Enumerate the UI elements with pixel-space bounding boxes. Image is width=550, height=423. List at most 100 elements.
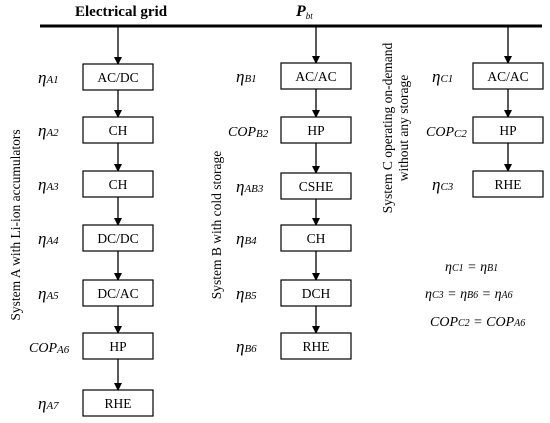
system-c-title-line1: System C operating on-demand (380, 42, 395, 213)
system-a-block-label: AC/DC (97, 70, 138, 85)
system-b-box-6 (280, 332, 352, 360)
equation-term-subscript: C1 (452, 263, 464, 274)
equation-term-subscript: C2 (458, 318, 470, 329)
system-c-block-label: RHE (495, 177, 522, 192)
equation-term-symbol: η (495, 287, 502, 302)
stage-subscript: A6 (56, 344, 70, 356)
system-flows: AC/DCηA1CHηA2CHηA3DC/DCηA4DC/ACηA5HPCOPA… (29, 27, 544, 417)
system-c-stage-label: ηC1 (432, 67, 453, 86)
system-a-block-label: DC/AC (97, 286, 138, 301)
system-a-stage-label: ηA2 (38, 121, 59, 140)
stage-subscript: B4 (244, 235, 257, 247)
eta-symbol: η (236, 67, 244, 86)
eta-symbol: η (432, 175, 440, 194)
cop-symbol: COP (29, 341, 57, 356)
equation-2: ηC3 = ηB6 = ηA6 (425, 287, 513, 302)
system-c-title-line2: without any storage (396, 75, 411, 181)
eta-symbol: η (236, 284, 244, 303)
eta-symbol: η (38, 175, 46, 194)
stage-subscript: A2 (45, 127, 59, 139)
stage-subscript: A1 (45, 74, 58, 86)
stage-subscript: A7 (45, 400, 59, 412)
system-b-box-2 (280, 116, 352, 144)
system-b-box-3 (280, 172, 352, 200)
power-symbol: P (295, 3, 306, 20)
eta-symbol: η (38, 121, 46, 140)
stage-subscript: AB3 (243, 183, 263, 195)
stage-subscript: B1 (244, 73, 256, 85)
system-c-box-1 (472, 62, 544, 90)
eta-symbol: η (236, 229, 244, 248)
system-a-box-7 (82, 389, 154, 417)
system-c-box-3 (472, 170, 544, 198)
eta-symbol: η (38, 394, 46, 413)
stage-subscript: B6 (244, 343, 257, 355)
system-a-block-label: CH (109, 177, 128, 192)
equation-term-subscript: B6 (467, 290, 478, 301)
system-b-block-label: AC/AC (295, 69, 336, 84)
eta-symbol: η (38, 229, 46, 248)
equation-term-subscript: C3 (432, 290, 444, 301)
system-a-stage-label: ηA3 (38, 175, 59, 194)
system-c-block-label: AC/AC (487, 69, 528, 84)
system-b-box-1 (280, 62, 352, 90)
system-a-box-4 (82, 224, 154, 252)
system-c-stage-label: COPC2 (426, 125, 467, 140)
equation-term-symbol: η (480, 260, 487, 275)
equation-term-subscript: B1 (487, 263, 498, 274)
system-a-stage-label: ηA5 (38, 284, 59, 303)
cop-symbol: COP (228, 125, 256, 140)
system-a-block-label: DC/DC (97, 231, 138, 246)
system-b-stage-label: ηB6 (236, 337, 257, 356)
equation-term-symbol: η (460, 287, 467, 302)
system-a-stage-label: COPA6 (29, 341, 70, 356)
equals-sign: = (478, 287, 494, 302)
stage-subscript: C3 (440, 181, 453, 193)
eta-symbol: η (236, 337, 244, 356)
stage-subscript: B5 (244, 290, 257, 302)
system-b-block-label: RHE (303, 339, 330, 354)
system-a-box-5 (82, 279, 154, 307)
power-label: Pbt (295, 3, 313, 21)
system-b-stage-label: ηB4 (236, 229, 257, 248)
eta-symbol: η (38, 68, 46, 87)
stage-subscript: A3 (45, 181, 59, 193)
system-b-stage-label: ηB1 (236, 67, 257, 86)
system-a-stage-label: ηA4 (38, 229, 59, 248)
system-b-stage-label: ηB5 (236, 284, 257, 303)
system-a-block-label: CH (109, 123, 128, 138)
power-subscript: bt (306, 11, 314, 21)
equation-3: COPC2 = COPA6 (430, 315, 525, 330)
equation-term-symbol: η (425, 287, 432, 302)
stage-subscript: C1 (440, 73, 453, 85)
system-c-stage-label: ηC3 (432, 175, 454, 194)
system-b-stage-label: ηAB3 (236, 177, 264, 196)
system-b-stage-label: COPB2 (228, 125, 269, 140)
equation-term-symbol: COP (430, 315, 458, 330)
system-a-box-2 (82, 116, 154, 144)
system-b-block-label: DCH (302, 286, 331, 301)
equation-term-subscript: A6 (501, 290, 513, 301)
system-b-block-label: CSHE (299, 179, 334, 194)
system-a-box-6 (82, 332, 154, 360)
equation-1: ηC1 = ηB1 (445, 260, 498, 275)
equation-term-symbol: η (445, 260, 452, 275)
stage-subscript: C2 (454, 128, 467, 140)
system-c-block-label: HP (499, 123, 516, 138)
system-a-box-3 (82, 170, 154, 198)
cop-symbol: COP (426, 125, 454, 140)
eta-symbol: η (236, 177, 244, 196)
stage-subscript: A4 (45, 235, 59, 247)
system-a-box-1 (82, 63, 154, 91)
system-b-block-label: HP (307, 123, 324, 138)
equals-sign: = (464, 260, 480, 275)
system-c-box-2 (472, 116, 544, 144)
equals-sign: = (444, 287, 460, 302)
system-a-title: System A with Li-ion accumulators (8, 129, 23, 320)
system-a-block-label: HP (109, 339, 126, 354)
system-b-block-label: CH (307, 231, 326, 246)
equation-term-subscript: A6 (513, 318, 525, 329)
